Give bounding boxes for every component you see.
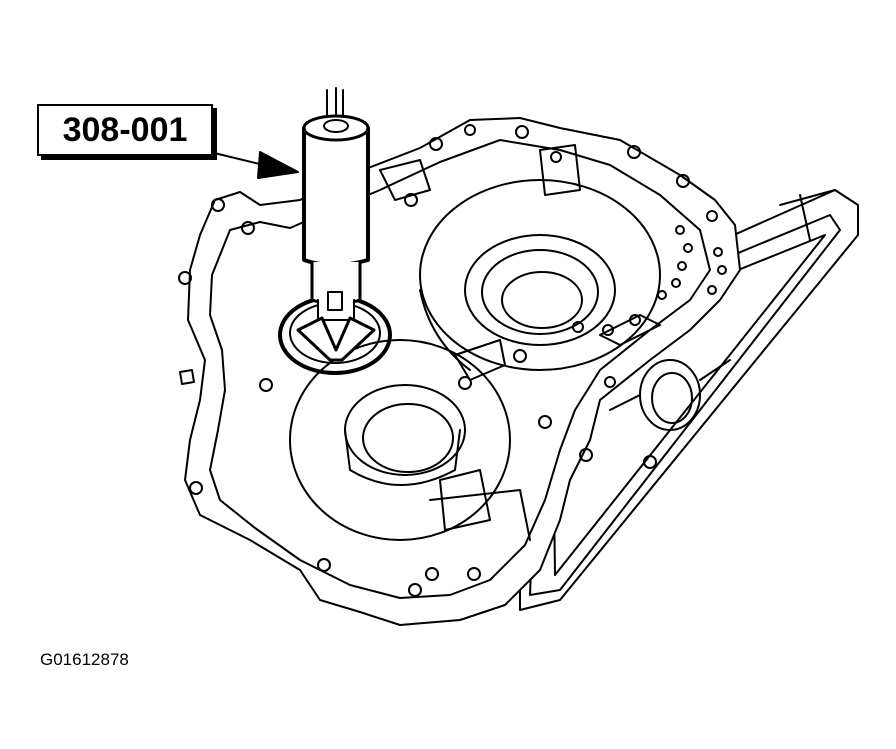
upper-bore [419,179,661,371]
tool-callout: 308-001 [37,104,213,156]
callout-arrow [209,151,299,179]
seal-installer-tool [296,87,376,362]
case-ribs [179,144,661,541]
lower-bore [289,339,511,541]
tool-number-label: 308-001 [62,110,188,149]
bolt-holes [178,124,727,597]
side-boss [609,359,731,431]
figure-id: G01612878 [40,650,129,669]
